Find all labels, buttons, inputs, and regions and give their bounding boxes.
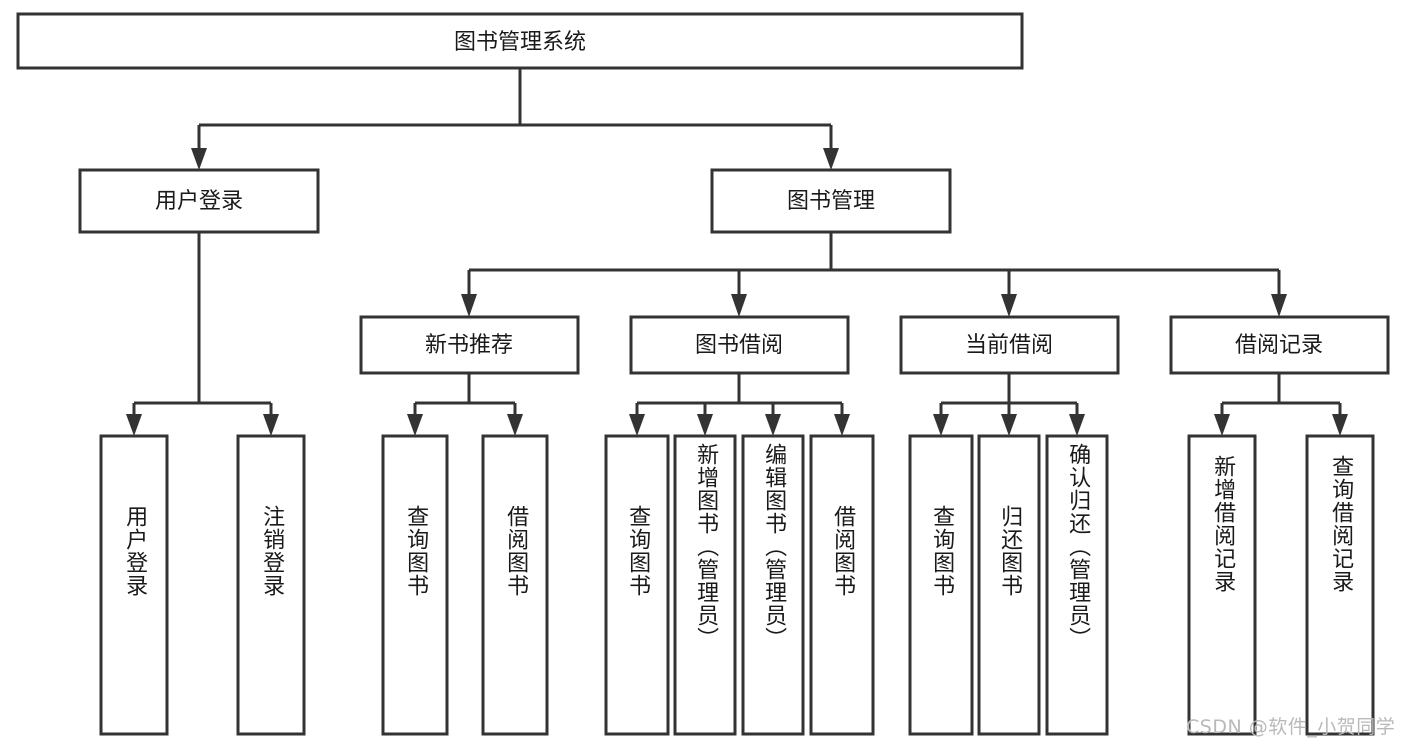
arrow-to-current-borrow — [1001, 294, 1017, 317]
arrow-to-borrow-record — [1271, 294, 1287, 317]
node-leaf-user-login-box[interactable] — [99, 434, 169, 736]
arrow-to-leaf-query-book-1 — [407, 414, 423, 436]
arrow-to-leaf-edit-book-admin — [765, 414, 781, 436]
arrow-to-leaf-return-book — [1001, 414, 1017, 436]
arrow-to-user-login — [191, 148, 207, 170]
node-user-login-label: 用户登录 — [155, 189, 243, 214]
node-current-borrow-label: 当前借阅 — [965, 333, 1053, 358]
node-leaf-confirm-return-admin-box[interactable] — [1045, 434, 1109, 736]
node-leaf-query-book-2-box[interactable] — [604, 434, 670, 736]
node-current-borrow-box[interactable] — [899, 315, 1120, 375]
arrow-to-leaf-query-book-3 — [933, 414, 949, 436]
node-leaf-edit-book-admin-box[interactable] — [741, 434, 805, 736]
arrow-to-leaf-confirm-return-admin — [1069, 414, 1085, 436]
edges-layer — [126, 68, 1348, 436]
node-book-borrow-label: 图书借阅 — [695, 333, 783, 358]
arrow-to-leaf-query-borrow-record — [1332, 414, 1348, 436]
node-book-borrow-box[interactable] — [629, 315, 850, 375]
node-leaf-add-borrow-record-box[interactable] — [1187, 434, 1257, 736]
arrow-to-book-management — [823, 148, 839, 170]
node-new-book-recommend-box[interactable] — [359, 315, 580, 375]
node-leaf-return-book-box[interactable] — [977, 434, 1041, 736]
arrow-to-leaf-query-book-2 — [629, 414, 645, 436]
arrow-to-leaf-user-login — [126, 414, 142, 436]
arrow-to-book-borrow — [731, 294, 747, 317]
arrow-to-leaf-add-borrow-record — [1214, 414, 1230, 436]
nodes-layer: 图书管理系统 用户登录 图书管理 新书推荐 图书借阅 当前借阅 借阅记录 — [16, 12, 1390, 736]
node-root-box[interactable] — [16, 12, 1024, 70]
csdn-watermark: CSDN @软件_小贺同学 — [1186, 716, 1396, 738]
node-book-management-box[interactable] — [710, 168, 952, 234]
node-leaf-query-borrow-record-box[interactable] — [1305, 434, 1375, 736]
node-user-login-box[interactable] — [78, 168, 320, 234]
arrow-to-new-book-recommend — [461, 294, 477, 317]
node-leaf-borrow-book-1-box[interactable] — [481, 434, 549, 736]
node-root-label: 图书管理系统 — [454, 30, 586, 55]
arrow-to-leaf-add-book-admin — [697, 414, 713, 436]
node-leaf-borrow-book-2-box[interactable] — [809, 434, 875, 736]
node-book-management-label: 图书管理 — [787, 189, 875, 214]
arrow-to-leaf-borrow-book-1 — [507, 414, 523, 436]
arrow-to-leaf-borrow-book-2 — [834, 414, 850, 436]
node-new-book-recommend-label: 新书推荐 — [425, 333, 513, 358]
arrow-to-leaf-logout-login — [263, 414, 279, 436]
node-borrow-record-label: 借阅记录 — [1235, 333, 1323, 358]
node-borrow-record-box[interactable] — [1169, 315, 1390, 375]
node-leaf-query-book-3-box[interactable] — [908, 434, 974, 736]
node-leaf-add-book-admin-box[interactable] — [673, 434, 737, 736]
node-leaf-logout-login-box[interactable] — [236, 434, 306, 736]
node-leaf-query-book-1-box[interactable] — [381, 434, 449, 736]
